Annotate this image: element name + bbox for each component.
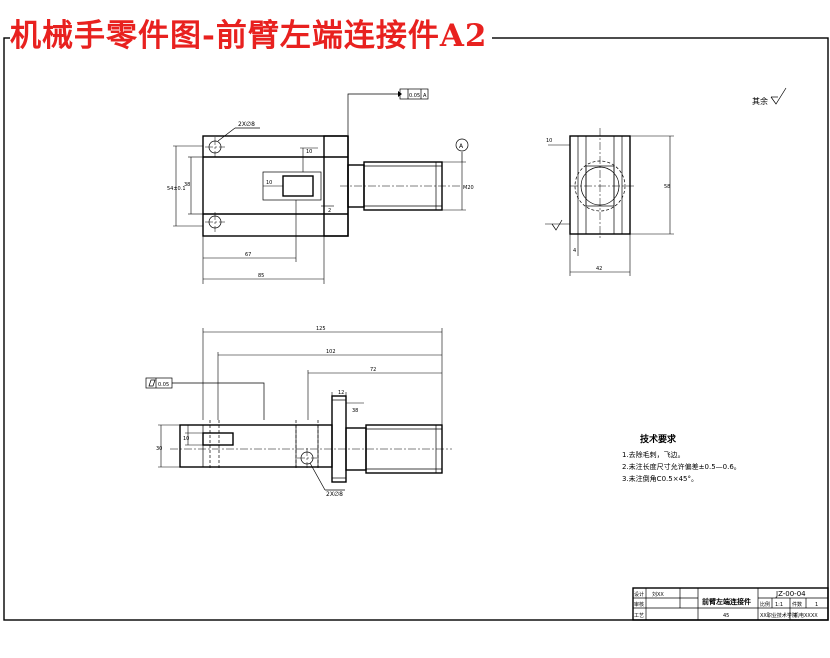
tb-ratio-label: 比例 [760,601,770,608]
tb-ratio: 1:1 [775,602,783,608]
drawing-title: 机械手零件图-前臂左端连接件A2 [10,16,492,56]
dim-height-inner: 38 [184,182,190,188]
tb-school: XX职业技术学院 [760,612,797,619]
dim-height-outer: 54±0.1 [167,186,186,192]
dim-slot-h: 10 [306,149,312,155]
side-dim-height: 58 [664,184,670,190]
front-dim-thread: 72 [370,367,376,373]
top-view: 0.05 A 2X∅8 A [167,88,474,284]
dim-width-85: 85 [258,273,264,279]
dim-gap: 2 [328,208,331,214]
tb-qty-label: 件数 [792,601,802,608]
tb-checker-label: 审核 [634,601,644,608]
top-hole-note: 2X∅8 [238,121,255,128]
tb-class: 机电XXXX [794,612,818,619]
tb-qty: 1 [815,602,818,608]
tb-material: 45 [723,613,729,619]
front-dim-flange: 12 [338,390,344,396]
roughness-symbol: 其余 [752,87,787,106]
dim-m20: M20 [463,185,474,191]
front-flatness-frame: 0.05 [145,377,173,389]
front-flatness-value: 0.05 [158,382,169,388]
front-view: 125 102 72 12 38 0.05 [145,326,452,498]
tech-requirements: 技术要求 1.去除毛刺，飞边。 2.未注长度尺寸允许偏差±0.5—0.6。 3.… [622,433,741,483]
tech-item-2: 2.未注长度尺寸允许偏差±0.5—0.6。 [622,462,741,471]
tb-part-name: 前臂左端连接件 [702,597,751,606]
roughness-label: 其余 [752,96,768,106]
title-block: 设计 刘XX 审核 工艺 前臂左端连接件 45 JZ-00-04 比例 1:1 … [632,587,829,621]
front-dim-mid: 102 [326,349,336,355]
datum-a-label: A [459,143,464,150]
tb-drawing-no: JZ-00-04 [775,590,806,598]
front-dim-total: 125 [316,326,326,332]
tech-item-1: 1.去除毛刺，飞边。 [622,450,685,459]
tb-designer: 刘XX [652,591,664,598]
tech-item-3: 3.未注倒角C0.5×45°。 [622,474,698,483]
side-dim-width: 42 [596,266,602,272]
front-dim-slot: 10 [183,436,189,442]
flatness-frame: 0.05 A [399,88,429,100]
sheet-border [3,37,829,621]
front-dim-flange-h: 38 [352,408,358,414]
dim-slot-w: 10 [266,180,272,186]
front-hole-note: 2X∅8 [326,491,343,498]
dim-width-67: 67 [245,252,251,258]
datum-a-circle [455,138,469,152]
front-flange [331,395,347,483]
side-dim-top: 10 [546,138,552,144]
flatness-datum: A [423,93,427,99]
front-dim-height: 30 [156,446,162,452]
tb-designer-label: 设计 [634,591,644,598]
tb-process-label: 工艺 [634,613,644,619]
tech-heading: 技术要求 [640,433,677,445]
side-dim-small: 4 [573,248,576,254]
side-view: 58 10 4 42 [545,128,674,276]
flatness-value: 0.05 [409,93,420,99]
